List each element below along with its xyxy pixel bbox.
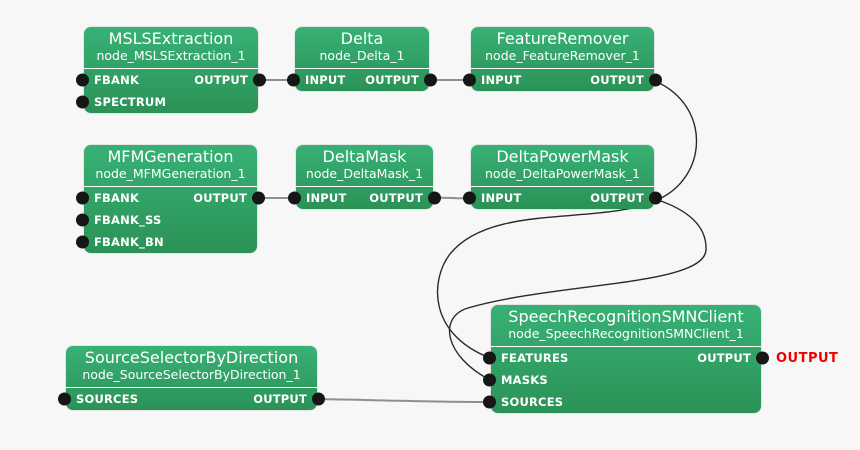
port-output-connector[interactable] [252,191,265,205]
network-output-terminal-label: OUTPUT [776,351,839,366]
port-row: SOURCES OUTPUT [58,388,325,410]
node-instance-name: node_Delta_1 [319,48,405,63]
wire-sourceselector-to-smnclient-sources[interactable] [317,398,491,403]
node-instance-name: node_DeltaMask_1 [305,166,424,181]
port-fbank-ss-connector[interactable] [76,213,89,227]
port-label-sources: SOURCES [501,395,564,409]
port-features-connector[interactable] [483,351,496,365]
port-row: INPUT OUTPUT [288,187,441,209]
port-input-connector[interactable] [463,73,476,87]
node-title: SourceSelectorByDirection [84,348,299,367]
port-label-output: OUTPUT [590,191,644,205]
wire-deltapowermask-to-smnclient-masks[interactable] [448,198,707,381]
port-output-connector[interactable] [649,73,662,87]
node-header: DeltaMask node_DeltaMask_1 [296,145,433,187]
port-label-output: OUTPUT [193,191,247,205]
node-instance-name: node_SpeechRecognitionSMNClient_1 [508,326,744,341]
port-row: FEATURES OUTPUT [483,347,769,369]
port-label-spectrum: SPECTRUM [94,95,167,109]
port-fbank-connector[interactable] [76,191,89,205]
node-title: MFMGeneration [107,147,234,166]
port-label-output: OUTPUT [697,351,751,365]
node-title: SpeechRecognitionSMNClient [508,307,744,326]
port-row: INPUT OUTPUT [463,187,662,209]
port-input-connector[interactable] [463,191,476,205]
port-label-masks: MASKS [501,373,548,387]
port-label-output: OUTPUT [194,73,248,87]
port-label-output: OUTPUT [590,73,644,87]
port-label-fbank: FBANK [94,191,140,205]
port-label-input: INPUT [481,73,522,87]
port-label-input: INPUT [305,73,346,87]
port-row: FBANK OUTPUT [76,187,265,209]
node-title: MSLSExtraction [108,29,234,48]
node-deltapowermask[interactable]: DeltaPowerMask node_DeltaPowerMask_1 INP… [463,145,662,209]
port-row: SOURCES [483,391,761,413]
port-label-output: OUTPUT [365,73,419,87]
port-output-connector[interactable] [756,351,769,365]
port-fbank-bn-connector[interactable] [76,235,89,249]
node-instance-name: node_MSLSExtraction_1 [96,48,246,63]
port-output-connector[interactable] [312,392,325,406]
port-input-connector[interactable] [287,73,300,87]
node-title: Delta [340,29,384,48]
node-header: DeltaPowerMask node_DeltaPowerMask_1 [471,145,654,187]
port-row: SPECTRUM [76,91,258,113]
port-sources-connector[interactable] [483,395,496,409]
node-mslsextraction[interactable]: MSLSExtraction node_MSLSExtraction_1 FBA… [76,27,266,113]
port-row: FBANK OUTPUT [76,69,266,91]
node-header: FeatureRemover node_FeatureRemover_1 [471,27,654,69]
node-header: MSLSExtraction node_MSLSExtraction_1 [84,27,258,69]
node-header: Delta node_Delta_1 [295,27,429,69]
node-instance-name: node_SourceSelectorByDirection_1 [82,367,301,382]
node-header: SourceSelectorByDirection node_SourceSel… [66,346,317,388]
port-spectrum-connector[interactable] [76,95,89,109]
node-delta[interactable]: Delta node_Delta_1 INPUT OUTPUT [287,27,437,91]
node-header: SpeechRecognitionSMNClient node_SpeechRe… [491,305,761,347]
port-label-fbank-bn: FBANK_BN [94,235,164,249]
node-mfmgeneration[interactable]: MFMGeneration node_MFMGeneration_1 FBANK… [76,145,265,253]
port-label-output: OUTPUT [253,392,307,406]
port-label-features: FEATURES [501,351,569,365]
port-row: FBANK_BN [76,231,257,253]
port-row: INPUT OUTPUT [287,69,437,91]
node-instance-name: node_MFMGeneration_1 [95,166,246,181]
port-sources-connector[interactable] [58,392,71,406]
port-row: MASKS [483,369,761,391]
port-input-connector[interactable] [288,191,301,205]
node-instance-name: node_FeatureRemover_1 [485,48,640,63]
node-sourceselectorbydirection[interactable]: SourceSelectorByDirection node_SourceSel… [58,346,325,410]
port-output-connector[interactable] [649,191,662,205]
node-header: MFMGeneration node_MFMGeneration_1 [84,145,257,187]
port-fbank-connector[interactable] [76,73,89,87]
port-output-connector[interactable] [428,191,441,205]
port-row: FBANK_SS [76,209,257,231]
node-featureremover[interactable]: FeatureRemover node_FeatureRemover_1 INP… [463,27,662,91]
port-masks-connector[interactable] [483,373,496,387]
node-title: DeltaPowerMask [496,147,629,166]
port-row: INPUT OUTPUT [463,69,662,91]
node-deltamask[interactable]: DeltaMask node_DeltaMask_1 INPUT OUTPUT [288,145,441,209]
node-title: FeatureRemover [496,29,629,48]
port-label-output: OUTPUT [369,191,423,205]
port-label-fbank-ss: FBANK_SS [94,213,162,227]
node-speechrecognitionsmnclient[interactable]: SpeechRecognitionSMNClient node_SpeechRe… [483,305,769,413]
port-output-connector[interactable] [424,73,437,87]
wire-featureremover-to-smnclient-features[interactable] [436,80,698,359]
port-label-input: INPUT [306,191,347,205]
node-title: DeltaMask [322,147,407,166]
port-label-fbank: FBANK [94,73,140,87]
port-output-connector[interactable] [253,73,266,87]
port-label-input: INPUT [481,191,522,205]
port-label-sources: SOURCES [76,392,139,406]
node-instance-name: node_DeltaPowerMask_1 [485,166,640,181]
